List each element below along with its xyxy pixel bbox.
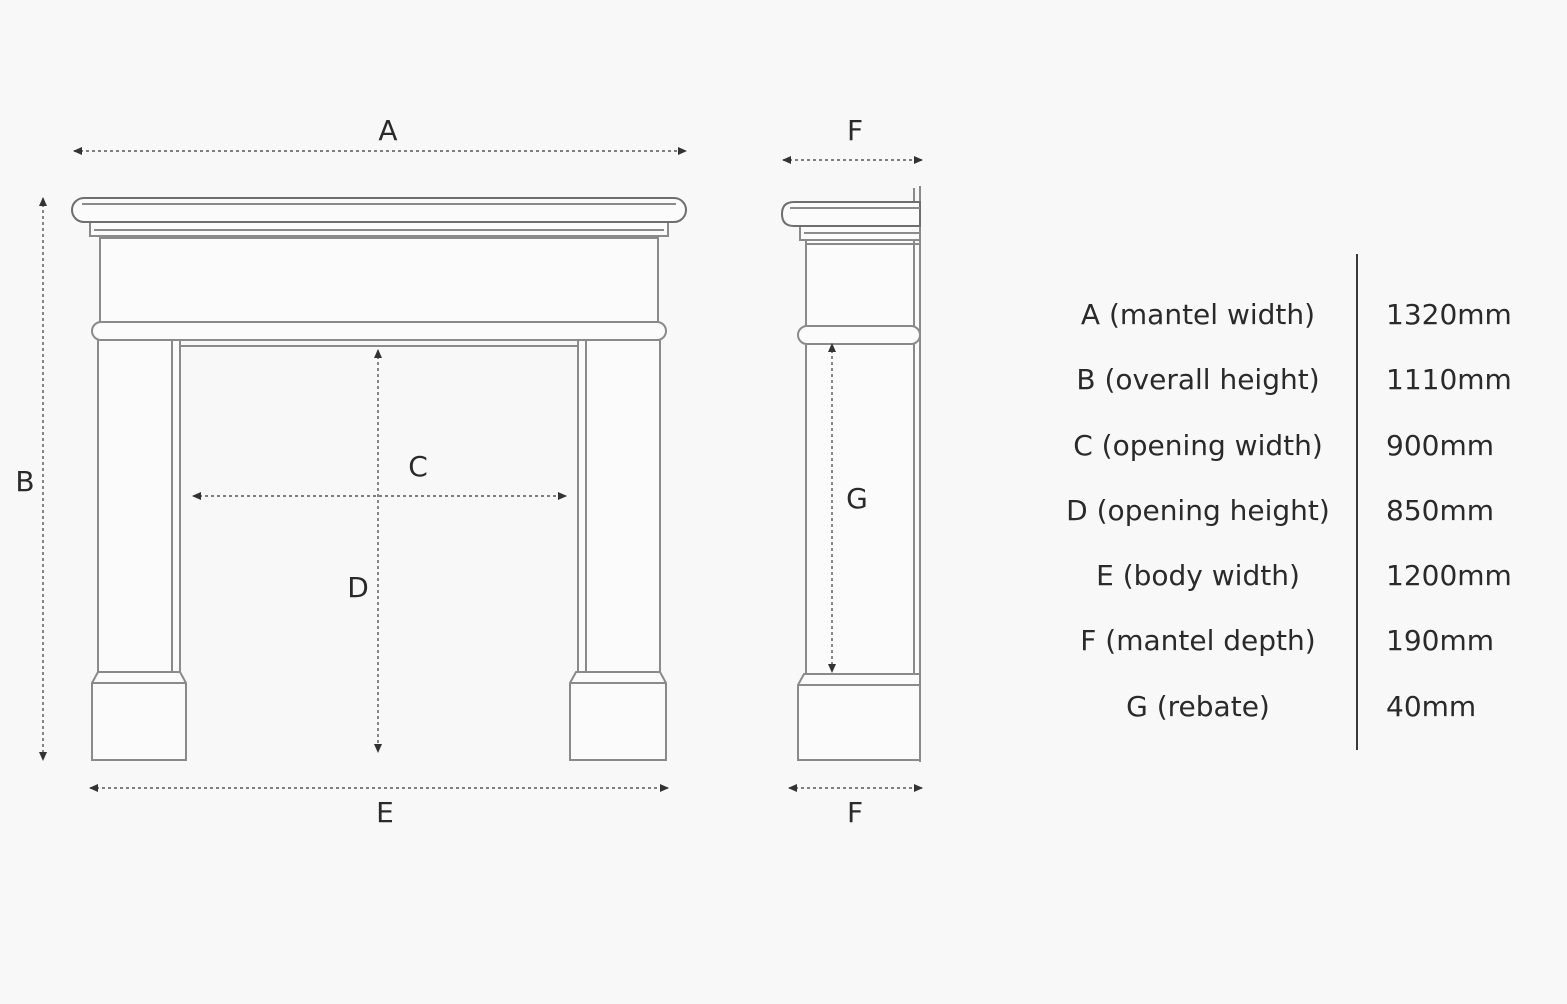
spec-label-b: B (overall height) — [1076, 363, 1320, 397]
dimension-a-label: A — [378, 114, 397, 147]
spec-value-g: 40mm — [1386, 689, 1477, 723]
front-mantel-shelf — [71, 197, 687, 223]
spec-row-b: B (overall height) 1110mm — [1040, 347, 1560, 412]
front-elevation — [71, 197, 687, 761]
dimension-b-label: B — [15, 465, 34, 498]
spec-row-a: A (mantel width) 1320mm — [1040, 282, 1560, 347]
front-right-plinth — [569, 671, 667, 761]
side-plinth — [797, 673, 921, 761]
dimension-f-top-label: F — [847, 114, 863, 147]
spec-label-d: D (opening height) — [1066, 493, 1330, 527]
spec-row-c: C (opening width) 900mm — [1040, 413, 1560, 478]
dimension-e-label: E — [376, 796, 394, 829]
front-dimensions: A B C D E — [15, 114, 687, 829]
spec-label-g: G (rebate) — [1126, 689, 1270, 723]
spec-value-f: 190mm — [1386, 624, 1494, 658]
spec-label-e: E (body width) — [1096, 559, 1300, 593]
side-mantel-shelf — [780, 201, 921, 227]
spec-row-e: E (body width) 1200mm — [1040, 543, 1560, 608]
front-left-plinth — [91, 671, 187, 761]
spec-label-f: F (mantel depth) — [1080, 624, 1316, 658]
spec-row-g: G (rebate) 40mm — [1040, 674, 1560, 739]
spec-table: A (mantel width) 1320mm B (overall heigh… — [1040, 282, 1560, 739]
spec-value-d: 850mm — [1386, 493, 1494, 527]
front-bead-moulding — [91, 321, 667, 341]
spec-label-a: A (mantel width) — [1080, 298, 1316, 331]
dimension-c-label: C — [408, 450, 428, 483]
spec-row-f: F (mantel depth) 190mm — [1040, 608, 1560, 673]
spec-label-c: C (opening width) — [1073, 428, 1323, 462]
spec-row-d: D (opening height) 850mm — [1040, 478, 1560, 543]
dimension-d-label: D — [347, 571, 369, 604]
spec-value-b: 1110mm — [1386, 363, 1512, 397]
dimension-g-label: G — [846, 482, 868, 515]
side-dimensions: F F G — [782, 114, 923, 829]
spec-table-divider — [1356, 254, 1358, 750]
front-right-leg — [577, 339, 661, 676]
side-elevation — [780, 186, 921, 762]
spec-value-a: 1320mm — [1386, 298, 1512, 331]
dimension-f-bottom-label: F — [847, 796, 863, 829]
front-frieze — [99, 233, 659, 327]
spec-value-e: 1200mm — [1386, 559, 1512, 593]
side-bead-moulding — [797, 325, 921, 345]
spec-value-c: 900mm — [1386, 428, 1494, 462]
front-left-leg — [97, 339, 181, 676]
side-body — [805, 239, 921, 675]
